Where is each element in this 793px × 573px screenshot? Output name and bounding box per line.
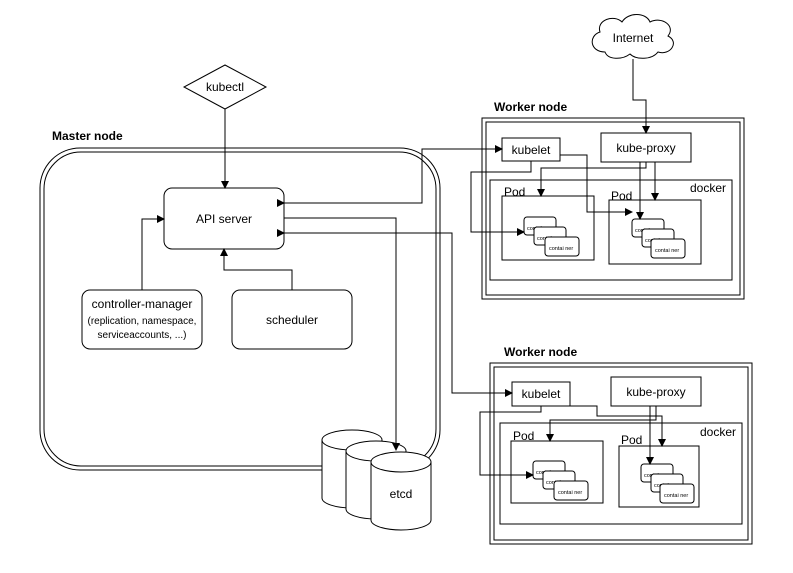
worker-1-proxy-to-pod-2-a [636,161,646,220]
worker-2-proxy-to-pod-1 [546,406,657,442]
master-node-title: Master node [52,129,123,143]
worker-node-1-title: Worker node [494,100,567,114]
kubectl-node: kubectl [182,64,268,110]
worker-2-docker-label: docker [700,425,736,439]
controller-manager-detail-2: serviceaccounts, ...) [98,330,187,341]
worker-1-pod-1: Pod contai ner contai ner contai ner [501,185,595,261]
svg-text:contai ner: contai ner [655,248,679,254]
etcd-database: etcd [321,429,432,531]
connectors [141,59,666,479]
arrow-api-server-worker-2-kubelet [277,229,513,397]
worker-2-pod-2-label: Pod [621,433,642,447]
scheduler-label: scheduler [266,313,318,327]
scheduler-box: scheduler [231,289,353,350]
worker-1-kube-proxy-box: kube-proxy [600,132,692,163]
worker-2-pod-1-label: Pod [513,429,534,443]
worker-2-pod-1: Pod contai ner contai ner contai ner [510,429,604,504]
internet-label: Internet [613,31,654,45]
arrow-controller-manager-to-api-server [141,215,165,290]
worker-2-kubelet-to-pod-2 [570,405,666,447]
controller-manager-detail-1: (replication, namespace, [88,316,197,327]
api-server-box: API server [163,187,285,250]
worker-1-kubelet-label: kubelet [512,143,551,157]
arrow-api-server-worker-1-kubelet [277,145,503,207]
container-icon: contai ner [553,480,589,501]
worker-1-proxy-to-pod-2-b [646,161,659,201]
api-server-label: API server [196,212,252,226]
worker-2-kube-proxy-box: kube-proxy [610,376,702,407]
worker-2-kubelet-to-pod-1 [479,406,542,479]
svg-text:contai ner: contai ner [664,493,688,499]
worker-1-proxy-to-pod-1 [537,162,647,197]
worker-2-kube-proxy-label: kube-proxy [626,385,685,399]
worker-1-docker-label: docker [690,181,726,195]
worker-node-2-title: Worker node [504,345,577,359]
worker-1-kubelet-box: kubelet [501,137,561,162]
worker-1-kubelet-to-pod-1 [470,161,532,236]
worker-2-kubelet-box: kubelet [511,381,571,407]
controller-manager-box: controller-manager (replication, namespa… [81,289,203,350]
worker-1-kubelet-to-pod-2 [560,154,633,216]
worker-1-pod-2-label: Pod [611,189,632,203]
container-icon: contai ner [650,238,686,259]
container-icon: contai ner [544,236,580,257]
container-icon: contai ner [659,483,695,504]
worker-1-kube-proxy-label: kube-proxy [616,141,675,155]
worker-2-kubelet-label: kubelet [522,387,561,401]
kubectl-label: kubectl [206,80,244,94]
worker-1-pod-1-label: Pod [504,185,525,199]
worker-2-pod-2: Pod contai ner contai ner contai ner [618,433,700,508]
worker-1-pod-2: Pod contai ner contai ner contai ner [608,189,702,265]
internet-cloud: Internet [591,14,674,59]
svg-text:contai ner: contai ner [549,246,573,252]
etcd-label: etcd [390,487,413,501]
arrow-internet-to-kube-proxy [632,59,650,134]
controller-manager-label: controller-manager [92,297,193,311]
worker-2-proxy-to-pod-2 [646,405,656,465]
etcd-cylinder-3 [370,451,432,531]
svg-text:contai ner: contai ner [558,490,582,496]
